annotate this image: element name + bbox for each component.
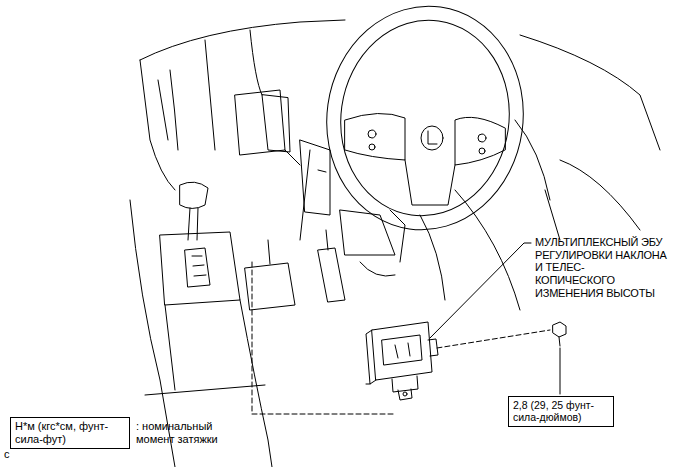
torque-spec-box: 2,8 (29, 25 фунт-сила-дюймов) [508,396,614,427]
steering-column [262,95,405,276]
steering-wheel [312,0,537,243]
center-console [130,182,272,467]
box-text: Н*м (кгс*см, фунт-сила-фут) [15,420,125,445]
dashboard [140,20,660,240]
pedals [245,190,520,310]
bolt [553,322,566,346]
figure-code: c [4,448,18,461]
multiplex-ecu [366,322,438,400]
part-name: МУЛЬТИПЛЕКСНЫЙ ЭБУ РЕГУЛИРОВКИ НАКЛОНА И… [535,236,667,299]
torque-legend-box: Н*м (кгс*см, фунт-сила-фут) [10,417,130,449]
installation-line [252,262,550,414]
box-text: 2,8 (29, 25 фунт-сила-дюймов) [513,399,609,423]
legend-description: : номинальный момент затяжки [136,420,248,445]
